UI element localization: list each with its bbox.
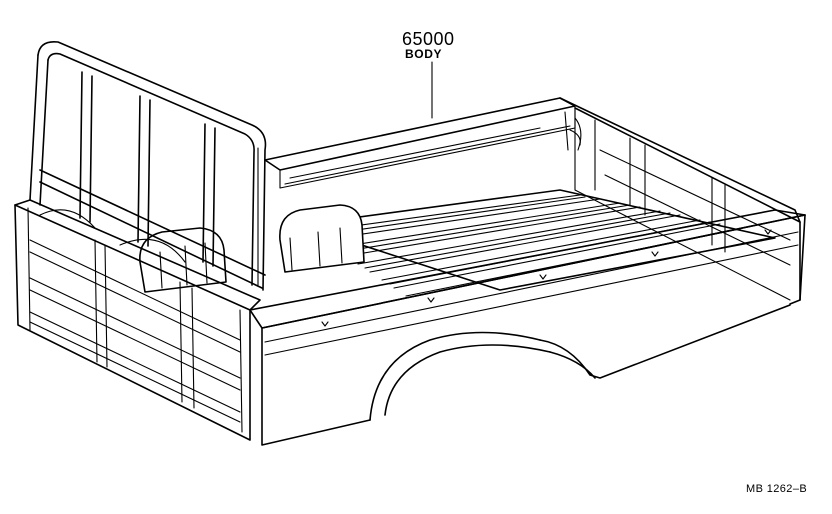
drawing-code-label: MB 1262–B (746, 483, 808, 495)
truck-bed-body (14, 40, 806, 446)
part-name-label: BODY (405, 47, 443, 61)
part-number-label: 65000 (402, 29, 455, 49)
